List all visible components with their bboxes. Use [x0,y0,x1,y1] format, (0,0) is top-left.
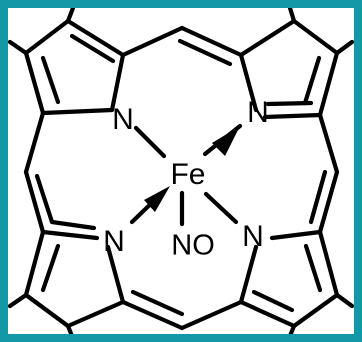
fe-porphyrin-no-structure: N N Fe N N NO [8,8,354,334]
meso-bridges [23,25,340,331]
atom-n-bottom-right: N [242,220,264,253]
atom-fe: Fe [170,158,205,191]
pyrrole-ring-top-left [8,8,126,116]
pyrrole-ring-bottom-right [238,229,354,334]
pyrrole-ring-bottom-left [8,219,126,334]
arrow-head-top-right [212,126,240,156]
atom-n-top-right: N [247,96,269,129]
nitrosyl-ligand: NO [171,230,215,262]
pyrrole-ring-top-right [238,8,354,120]
atom-n-top-left: N [112,103,134,136]
arrow-head-bottom-left [144,186,170,212]
fe-coordination-bonds [129,123,243,227]
atom-n-bottom-left: N [103,225,125,258]
